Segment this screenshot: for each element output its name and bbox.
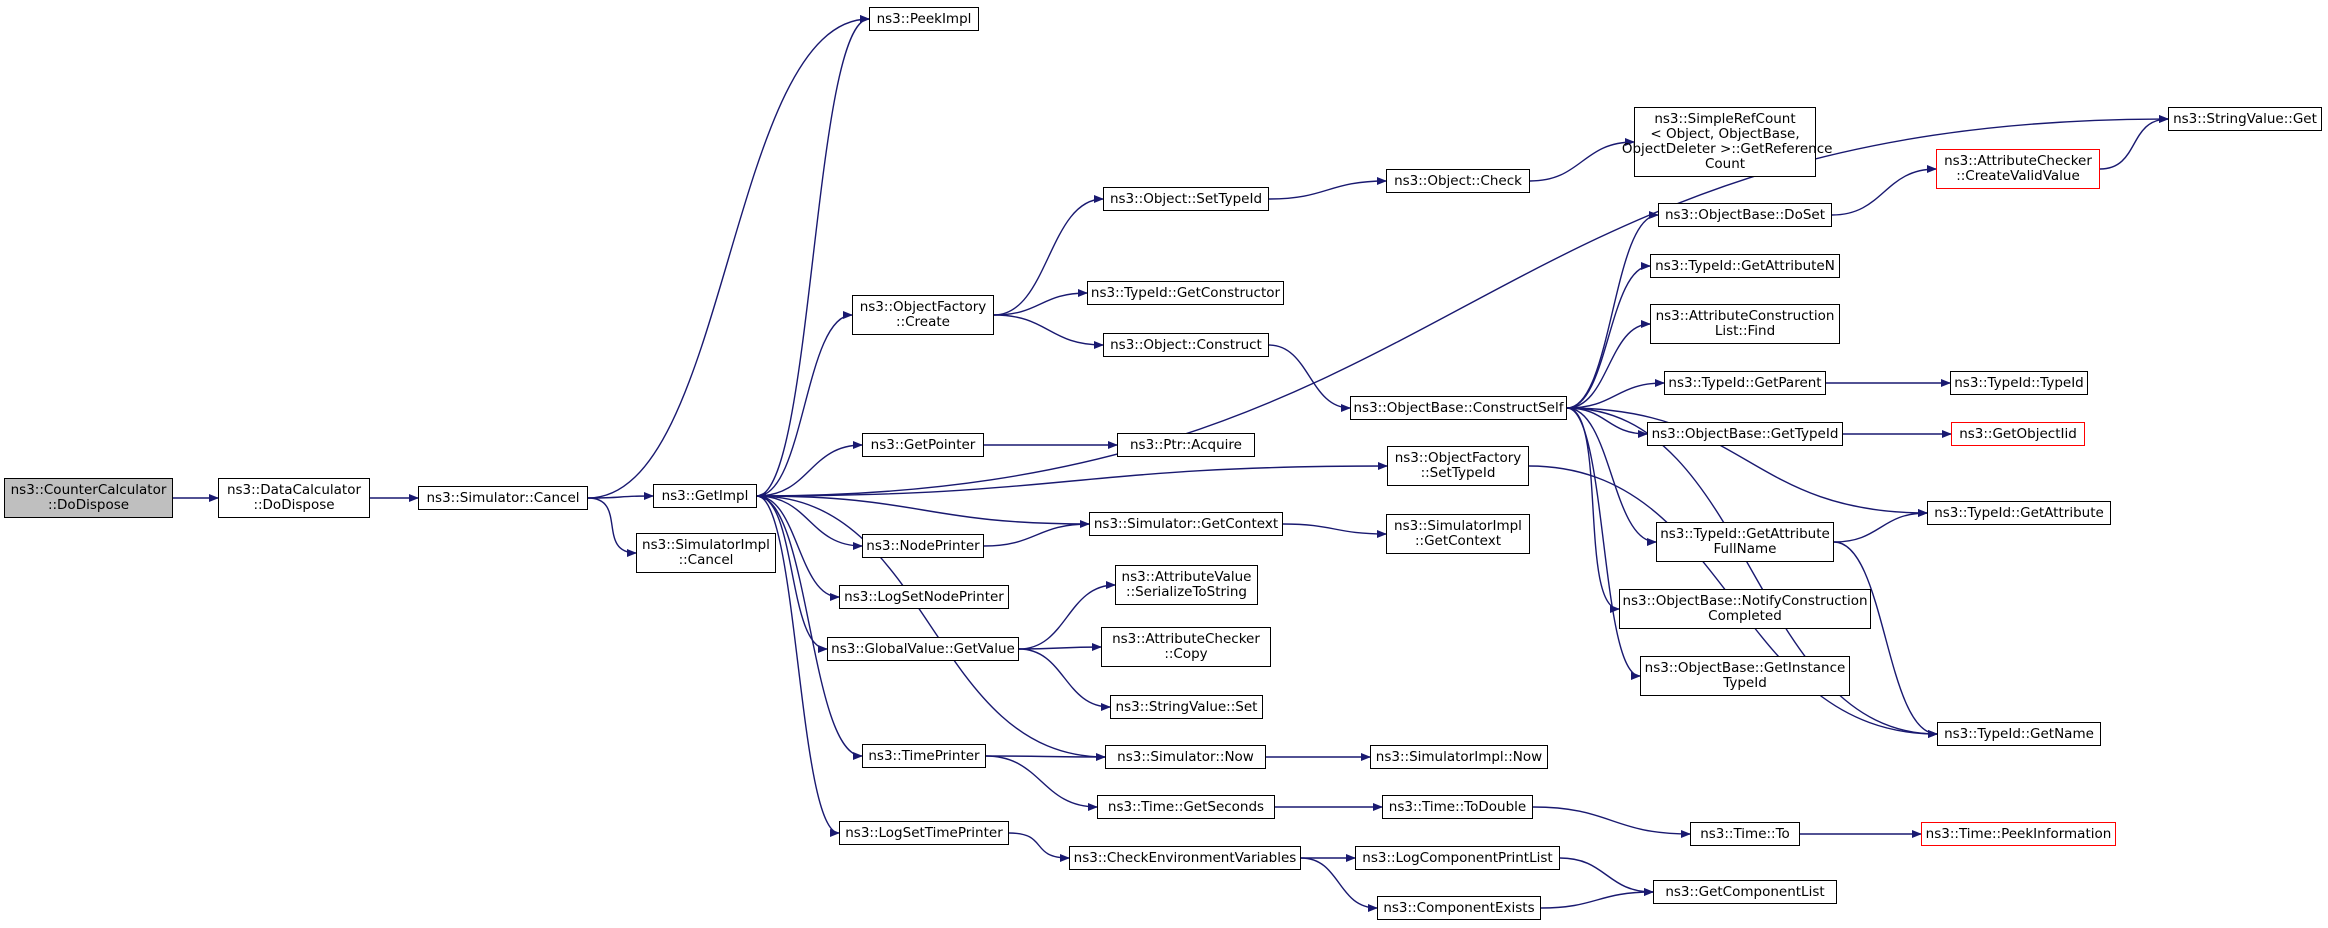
node-logsetnodeprinter[interactable]: ns3::LogSetNodePrinter — [839, 585, 1009, 609]
node-objectbase-getinstancetypeid[interactable]: ns3::ObjectBase::GetInstance TypeId — [1640, 656, 1850, 696]
node-logsettimeprinter[interactable]: ns3::LogSetTimePrinter — [839, 821, 1009, 845]
node-componentexists[interactable]: ns3::ComponentExists — [1377, 896, 1541, 920]
node-globalvalue-getvalue[interactable]: ns3::GlobalValue::GetValue — [827, 637, 1019, 661]
node-object-settypeid[interactable]: ns3::Object::SetTypeId — [1103, 187, 1269, 211]
edge-n_objbase_constructself-to-n_typeid_getattributen — [1566, 262, 1651, 409]
edge-n_attrchecker_createvalid-to-n_stringvalue_get — [2099, 115, 2169, 170]
node-time-peekinformation[interactable]: ns3::Time::PeekInformation — [1921, 822, 2116, 846]
node-attributevalue-serializetostring[interactable]: ns3::AttributeValue ::SerializeToString — [1115, 565, 1258, 605]
edge-n_logsettimeprinter-to-n_checkenv — [1008, 832, 1070, 862]
edge-n_sim_cancel-to-n_peekimpl — [587, 15, 870, 499]
node-getimpl[interactable]: ns3::GetImpl — [653, 484, 757, 508]
node-objectbase-constructself[interactable]: ns3::ObjectBase::ConstructSelf — [1350, 396, 1567, 420]
edge-n_sim_now-to-n_getimpl — [756, 492, 1106, 758]
node-timeprinter[interactable]: ns3::TimePrinter — [862, 744, 986, 768]
node-simulator-now[interactable]: ns3::Simulator::Now — [1105, 745, 1266, 769]
node-simulatorimpl-now[interactable]: ns3::SimulatorImpl::Now — [1370, 745, 1548, 769]
node-simulator-getcontext[interactable]: ns3::Simulator::GetContext — [1089, 512, 1283, 536]
edge-n_getimpl-to-n_logsetnodeprinter — [756, 495, 840, 601]
edge-n_sim_cancel-to-n_getimpl — [587, 492, 654, 501]
edge-n_typeid_getattributefullname-to-n_typeid_getattribute — [1833, 509, 1928, 543]
edge-n_getimpl-to-n_logsettimeprinter — [756, 495, 840, 837]
node-attributechecker-copy[interactable]: ns3::AttributeChecker ::Copy — [1101, 627, 1271, 667]
edge-n_nodeprinter-to-n_sim_getcontext — [983, 520, 1090, 547]
edge-n_objbase_doset-to-n_attrchecker_createvalid — [1831, 165, 1937, 216]
edge-n_getimpl-to-n_peekimpl — [756, 15, 870, 497]
node-objectbase-notifyconstructioncompleted[interactable]: ns3::ObjectBase::NotifyConstruction Comp… — [1619, 589, 1871, 629]
edge-n_objbase_constructself-to-n_objbase_notify — [1566, 407, 1620, 613]
node-counter-calculator-dodispose[interactable]: ns3::CounterCalculator ::DoDispose — [4, 478, 173, 518]
node-attributechecker-createvalidvalue[interactable]: ns3::AttributeChecker ::CreateValidValue — [1936, 149, 2100, 189]
node-getpointer[interactable]: ns3::GetPointer — [862, 433, 984, 457]
node-typeid-getparent[interactable]: ns3::TypeId::GetParent — [1664, 371, 1826, 395]
node-data-calculator-dodispose[interactable]: ns3::DataCalculator ::DoDispose — [218, 478, 370, 518]
node-peekimpl[interactable]: ns3::PeekImpl — [869, 7, 979, 31]
edge-n_object_check-to-n_simplerefcount — [1529, 138, 1635, 182]
node-getcomponentlist[interactable]: ns3::GetComponentList — [1653, 880, 1837, 904]
node-typeid-getconstructor[interactable]: ns3::TypeId::GetConstructor — [1087, 281, 1284, 305]
node-time-to[interactable]: ns3::Time::To — [1690, 822, 1800, 846]
node-checkenvironmentvariables[interactable]: ns3::CheckEnvironmentVariables — [1069, 846, 1301, 870]
node-typeid-getattributen[interactable]: ns3::TypeId::GetAttributeN — [1650, 254, 1840, 278]
edge-n_logcomponentprintlist-to-n_getcomponentlist — [1559, 857, 1654, 896]
edge-n_globalvalue_getvalue-to-n_attrvalue_serialize — [1018, 581, 1116, 650]
edge-n_globalvalue_getvalue-to-n_stringvalue_set — [1018, 648, 1111, 711]
node-objectbase-gettypeid[interactable]: ns3::ObjectBase::GetTypeId — [1647, 422, 1843, 446]
node-typeid-getname[interactable]: ns3::TypeId::GetName — [1937, 722, 2101, 746]
node-typeid-getattributefullname[interactable]: ns3::TypeId::GetAttribute FullName — [1656, 522, 1834, 562]
node-stringvalue-get[interactable]: ns3::StringValue::Get — [2168, 107, 2322, 131]
edge-n_objbase_constructself-to-n_objbase_doset — [1566, 211, 1659, 409]
node-typeid-typeid[interactable]: ns3::TypeId::TypeId — [1950, 371, 2088, 395]
node-object-construct[interactable]: ns3::Object::Construct — [1103, 333, 1269, 357]
node-object-check[interactable]: ns3::Object::Check — [1386, 169, 1530, 193]
node-simulatorimpl-cancel[interactable]: ns3::SimulatorImpl ::Cancel — [636, 533, 776, 573]
edge-n_getimpl-to-n_stringvalue_get — [756, 115, 2169, 497]
edge-n_getimpl-to-n_nodeprinter — [756, 495, 863, 550]
edge-n_timeprinter-to-n_sim_now — [985, 752, 1106, 761]
edge-n_sim_getcontext-to-n_getimpl — [756, 492, 1090, 525]
edge-n_objbase_constructself-to-n_typeid_getattributefullname — [1566, 407, 1657, 546]
edge-n_timeprinter-to-n_time_getseconds — [985, 755, 1098, 811]
node-simplerefcount-getreferencecount[interactable]: ns3::SimpleRefCount < Object, ObjectBase… — [1622, 107, 1832, 177]
node-simulatorimpl-getcontext[interactable]: ns3::SimulatorImpl ::GetContext — [1386, 514, 1530, 554]
edge-n_globalvalue_getvalue-to-n_attrchecker_copy — [1018, 643, 1102, 652]
node-nodeprinter[interactable]: ns3::NodePrinter — [862, 534, 984, 558]
node-logcomponentprintlist[interactable]: ns3::LogComponentPrintList — [1355, 846, 1560, 870]
edge-n_objfactory_create-to-n_object_settypeid — [993, 195, 1104, 316]
edge-n_getimpl-to-n_getpointer — [756, 441, 863, 497]
edge-n_componentexists-to-n_getcomponentlist — [1540, 888, 1654, 909]
edge-n_objbase_constructself-to-n_objbase_getinstancetypeid — [1566, 407, 1641, 680]
node-stringvalue-set[interactable]: ns3::StringValue::Set — [1110, 695, 1263, 719]
edge-n_sim_getcontext-to-n_simimpl_getcontext — [1282, 523, 1387, 538]
node-getobjectiid[interactable]: ns3::GetObjectIid — [1951, 422, 2085, 446]
edge-n_objfactory_create-to-n_object_construct — [993, 314, 1104, 349]
node-time-getseconds[interactable]: ns3::Time::GetSeconds — [1097, 795, 1275, 819]
edge-n_objbase_constructself-to-n_typeid_getname — [1566, 407, 1938, 738]
edge-n_typeid_getattributefullname-to-n_typeid_getname — [1833, 541, 1938, 738]
edge-n_sim_cancel-to-n_simimpl_cancel — [587, 497, 637, 557]
edge-n_objbase_constructself-to-n_typeid_getparent — [1566, 379, 1665, 409]
node-typeid-getattribute[interactable]: ns3::TypeId::GetAttribute — [1927, 501, 2111, 525]
edge-n_getimpl-to-n_timeprinter — [756, 495, 863, 760]
edge-n_object_construct-to-n_objbase_constructself — [1268, 344, 1351, 412]
edge-n_getimpl-to-n_objfactory_create — [756, 311, 853, 497]
node-objectfactory-create[interactable]: ns3::ObjectFactory ::Create — [852, 295, 994, 335]
edge-n_objbase_constructself-to-n_typeid_getattribute — [1566, 407, 1928, 517]
edge-n_objbase_constructself-to-n_attrconstructionlist_find — [1566, 320, 1651, 409]
edge-n_checkenv-to-n_componentexists — [1300, 857, 1378, 912]
node-objectbase-doset[interactable]: ns3::ObjectBase::DoSet — [1658, 203, 1832, 227]
node-objectfactory-settypeid[interactable]: ns3::ObjectFactory ::SetTypeId — [1387, 446, 1529, 486]
edge-n_getimpl-to-n_objfactory_settypeid — [756, 462, 1388, 497]
node-attributeconstructionlist-find[interactable]: ns3::AttributeConstruction List::Find — [1650, 304, 1840, 344]
node-simulator-cancel[interactable]: ns3::Simulator::Cancel — [418, 486, 588, 510]
edge-n_object_settypeid-to-n_object_check — [1268, 177, 1387, 200]
edge-n_time_todouble-to-n_time_to — [1532, 806, 1691, 838]
node-ptr-acquire[interactable]: ns3::Ptr::Acquire — [1117, 433, 1255, 457]
edge-n_objfactory_create-to-n_typeid_getconstructor — [993, 289, 1088, 316]
node-time-todouble[interactable]: ns3::Time::ToDouble — [1382, 795, 1533, 819]
